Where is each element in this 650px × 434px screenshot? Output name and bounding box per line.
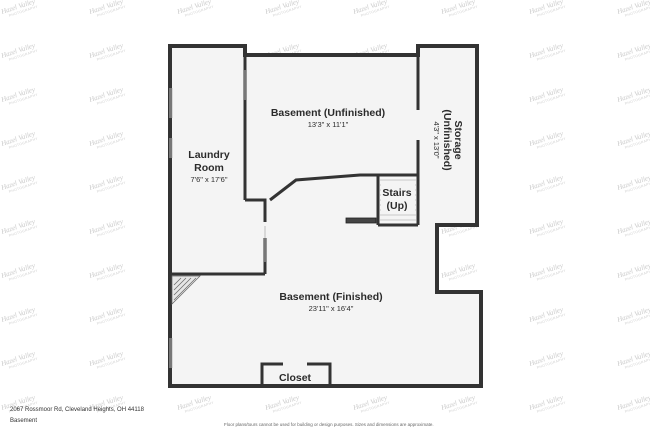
storage-name-1: Storage [452,120,464,159]
room-basement-finished: Basement (Finished) 23'11" x 16'4" [279,291,382,313]
stairs-name-2: (Up) [387,200,408,212]
laundry-dims: 7'6" x 17'6" [191,175,228,184]
basement-finished-dims: 23'11" x 16'4" [309,304,354,313]
stair-railing [345,217,377,224]
storage-name-2: (Unfinished) [441,109,453,170]
room-stairs: Stairs (Up) [381,182,415,212]
basement-finished-name: Basement (Finished) [279,291,382,303]
footer-disclaimer: Floor plans/tours cannot be used for bui… [224,422,434,427]
room-laundry: Laundry Room 7'6" x 17'6" [188,149,230,184]
floor-area [170,46,481,386]
room-storage: Storage (Unfinished) 4'3" x 13'0" [432,109,464,170]
stairs-name-1: Stairs [382,187,411,199]
room-closet: Closet [279,372,312,384]
laundry-name-1: Laundry [188,149,230,161]
closet-name: Closet [279,372,312,384]
room-basement-unfinished: Basement (Unfinished) 13'3" x 11'1" [271,107,385,129]
basement-unfinished-dims: 13'3" x 11'1" [308,120,349,129]
footer-level: Basement [10,418,38,424]
footer-address: 2067 Rossmoor Rd, Cleveland Heights, OH … [10,407,144,413]
basement-unfinished-name: Basement (Unfinished) [271,107,385,119]
stairwell-small [171,275,201,305]
laundry-name-2: Room [194,162,224,174]
interior-walls [170,46,420,386]
windows [169,70,266,368]
storage-dims: 4'3" x 13'0" [432,122,441,159]
